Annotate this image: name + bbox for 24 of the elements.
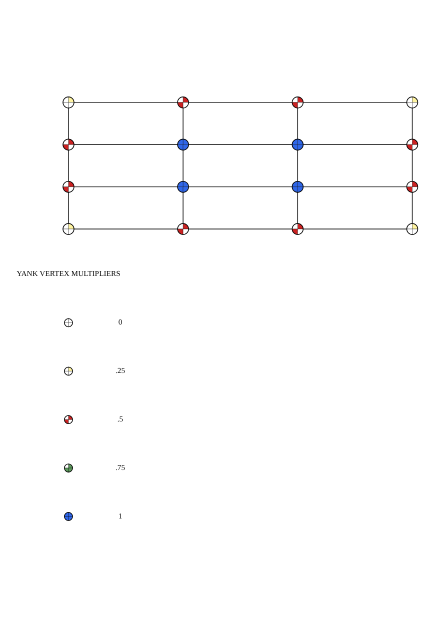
connector xyxy=(182,107,184,139)
legend-label: 1 xyxy=(118,510,122,520)
connector xyxy=(68,107,69,139)
connector xyxy=(188,186,292,187)
connector xyxy=(68,149,69,182)
connector xyxy=(412,107,413,139)
connector xyxy=(302,228,408,229)
connector xyxy=(297,149,298,182)
connector xyxy=(74,228,178,229)
connector xyxy=(297,192,298,224)
label: YANK VERTEX MULTIPLIERS xyxy=(16,268,120,278)
legend-label: .75 xyxy=(115,462,126,472)
connector xyxy=(297,107,298,139)
connector xyxy=(302,186,408,187)
legend-label: .5 xyxy=(117,414,124,423)
legend-label: 0 xyxy=(118,317,122,326)
connector xyxy=(68,192,69,224)
connector xyxy=(412,149,413,182)
connector xyxy=(182,149,184,182)
connector xyxy=(188,228,292,229)
connector xyxy=(74,186,178,187)
connector xyxy=(182,192,184,224)
legend-label: .25 xyxy=(115,365,126,374)
connector xyxy=(412,192,413,224)
